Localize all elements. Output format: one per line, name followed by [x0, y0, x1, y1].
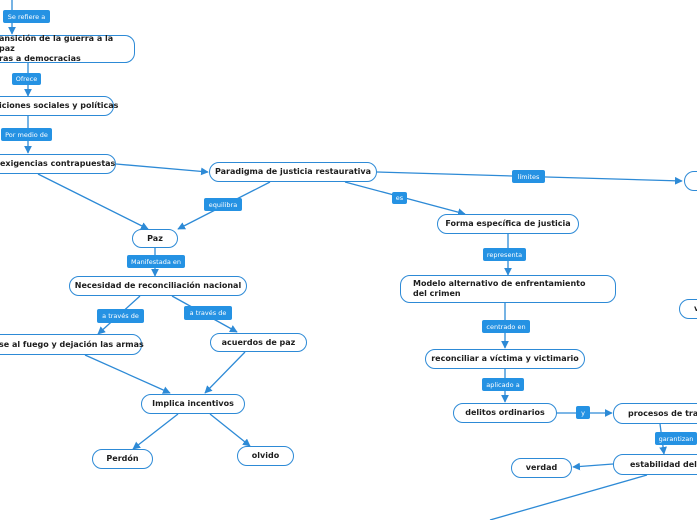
node-transicion-text: ansición de la guerra a la paz ras a dem…	[0, 34, 114, 63]
edge-exigencias-paradigma	[115, 163, 209, 176]
node-olvido[interactable]: olvido	[237, 446, 294, 466]
node-procesos-text: procesos de trans	[628, 408, 697, 418]
node-reconciliar-text: reconciliar a víctima y victimario	[431, 354, 579, 363]
node-relaciones-text: iciones sociales y políticas	[0, 101, 119, 110]
node-implica-text: Implica incentivos	[152, 399, 234, 408]
node-paz-text: Paz	[147, 233, 163, 243]
label-a-traves-2: a través de	[184, 306, 232, 320]
node-paradigma[interactable]: Paradigma de justicia restaurativa	[209, 162, 377, 182]
node-procesos[interactable]: procesos de trans	[613, 403, 697, 424]
node-necesidad[interactable]: Necesidad de reconciliación nacional	[69, 276, 247, 296]
node-acuerdos-text: acuerdos de paz	[221, 337, 296, 347]
label-se-refiere: Se refiere a	[3, 10, 50, 23]
node-delitos[interactable]: delitos ordinarios	[453, 403, 557, 423]
node-estabilidad[interactable]: estabilidad del or	[613, 454, 697, 475]
node-estabilidad-text: estabilidad del or	[630, 459, 697, 469]
edge-implica-perdon	[132, 413, 179, 450]
node-right-v[interactable]: v	[679, 299, 697, 319]
node-transicion[interactable]: ansición de la guerra a la paz ras a dem…	[0, 34, 135, 63]
node-forma-text: Forma específica de justicia	[445, 219, 571, 228]
node-paz[interactable]: Paz	[132, 229, 178, 248]
node-cese[interactable]: se al fuego y dejación las armas	[0, 334, 144, 355]
node-cese-text: se al fuego y dejación las armas	[0, 339, 144, 349]
node-modelo-text: Modelo alternativo de enfrentamiento del…	[413, 279, 586, 298]
node-perdon-text: Perdón	[106, 454, 139, 463]
label-equilibra: equilibra	[204, 198, 242, 211]
edge-estabilidad-verdad	[572, 462, 614, 471]
label-aplicado: aplicado a	[482, 378, 524, 391]
node-exigencias-text: exigencias contrapuestas	[0, 159, 116, 168]
node-necesidad-text: Necesidad de reconciliación nacional	[74, 281, 242, 290]
node-verdad[interactable]: verdad	[511, 458, 572, 478]
label-garantizan: garantizan	[655, 432, 697, 445]
label-a-traves-1: a través de	[97, 309, 144, 323]
label-es: es	[392, 192, 407, 204]
node-right-v-text: v	[694, 304, 697, 313]
node-modelo[interactable]: Modelo alternativo de enfrentamiento del…	[400, 275, 616, 303]
label-limites: límites	[512, 170, 545, 183]
node-paradigma-text: Paradigma de justicia restaurativa	[214, 167, 372, 176]
node-exigencias[interactable]: exigencias contrapuestas	[0, 154, 116, 174]
node-relaciones[interactable]: iciones sociales y políticas	[0, 96, 118, 116]
node-reconciliar[interactable]: reconciliar a víctima y victimario	[425, 349, 585, 369]
node-acuerdos[interactable]: acuerdos de paz	[210, 333, 307, 352]
node-olvido-text: olvido	[251, 451, 280, 460]
node-right-edge[interactable]	[684, 171, 697, 191]
node-forma[interactable]: Forma específica de justicia	[437, 214, 579, 234]
label-manifestada: Manifestada en	[127, 255, 185, 268]
node-perdon[interactable]: Perdón	[92, 449, 153, 469]
edge-cese-implica	[84, 354, 171, 394]
label-y: y	[576, 406, 590, 419]
label-representa: representa	[483, 248, 526, 261]
edge-estabilidad-bottom	[489, 474, 648, 520]
edge-acuerdos-implica	[204, 351, 246, 394]
node-delitos-text: delitos ordinarios	[465, 408, 545, 417]
label-por-medio: Por medio de	[1, 128, 52, 141]
label-ofrece: Ofrece	[12, 73, 41, 85]
edge-implica-olvido	[209, 413, 251, 447]
node-implica[interactable]: Implica incentivos	[141, 394, 245, 414]
node-verdad-text: verdad	[525, 463, 558, 472]
edge-exigencias-paz	[37, 173, 149, 230]
label-centrado: centrado en	[482, 320, 530, 333]
